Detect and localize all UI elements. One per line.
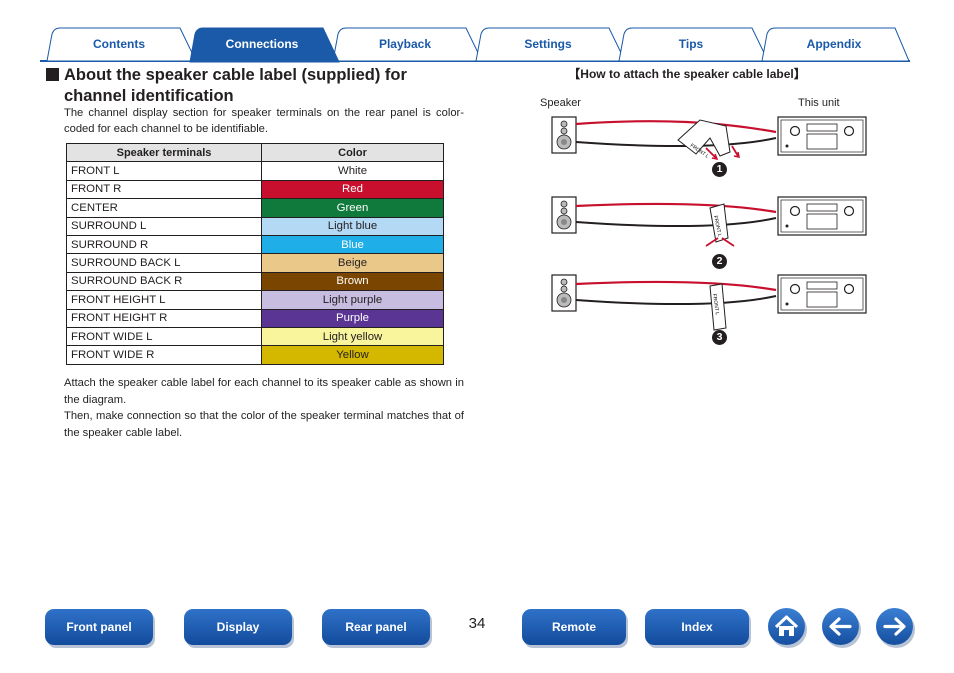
diagram-step-3: FRONT L (551, 274, 867, 331)
color-cell: Light yellow (261, 326, 444, 347)
speaker-icon (551, 274, 577, 312)
receiver-icon (777, 116, 867, 156)
tab-contents[interactable]: Contents (93, 37, 145, 51)
instruction-attach: Attach the speaker cable label for each … (64, 377, 464, 406)
color-cell: Purple (261, 308, 444, 328)
terminal-cell: SURROUND L (66, 216, 262, 236)
color-cell: Blue (261, 234, 444, 255)
terminal-cell: SURROUND BACK R (66, 271, 262, 292)
heading-line-2: channel identification (64, 87, 234, 105)
forward-arrow-icon (883, 617, 906, 636)
tab-tips[interactable]: Tips (678, 37, 704, 51)
home-icon (774, 615, 799, 636)
cable-label-diagram: FRONT L FRONT L FRONT L (551, 116, 867, 331)
speaker-icon (551, 196, 577, 234)
remote-button[interactable]: Remote (522, 609, 626, 645)
back-arrow-icon (829, 617, 852, 636)
terminal-cell: SURROUND BACK L (66, 253, 262, 273)
terminal-cell: FRONT HEIGHT R (66, 308, 262, 328)
terminal-cell: FRONT L (66, 161, 262, 181)
instructions: Attach the speaker cable label for each … (64, 375, 464, 441)
terminal-cell: FRONT R (66, 179, 262, 200)
tab-playback[interactable]: Playback (378, 37, 432, 51)
receiver-icon (777, 274, 867, 314)
tab-shape-tips (618, 27, 769, 62)
header-color: Color (261, 142, 444, 163)
page-number: 34 (468, 615, 486, 632)
receiver-icon (777, 196, 867, 236)
index-button[interactable]: Index (645, 609, 749, 645)
color-cell: Red (261, 179, 444, 200)
color-cell: Green (261, 198, 444, 218)
tab-shape-playback (332, 27, 483, 62)
terminal-cell: SURROUND R (66, 234, 262, 255)
instruction-connect: Then, make connection so that the color … (64, 410, 464, 439)
tab-shapes (40, 27, 910, 63)
step-number-1: 1 (712, 162, 727, 177)
diagram-step-2: FRONT L (551, 196, 867, 247)
step-number-3: 3 (712, 330, 727, 345)
diagram-step-1: FRONT L (551, 116, 867, 161)
color-cell: Light purple (261, 290, 444, 310)
display-button[interactable]: Display (184, 609, 292, 645)
terminal-cell: FRONT WIDE L (66, 326, 262, 347)
back-button[interactable] (822, 608, 859, 645)
forward-button[interactable] (876, 608, 913, 645)
diagram-title: 【How to attach the speaker cable label】 (568, 67, 806, 81)
color-cell: Yellow (261, 345, 444, 365)
tab-shape-connections (189, 27, 340, 63)
header-speaker-terminals: Speaker terminals (66, 142, 262, 163)
color-cell: Light blue (261, 216, 444, 236)
color-cell: Brown (261, 271, 444, 292)
section-heading: About the speaker cable label (supplied)… (46, 65, 466, 107)
tab-shape-settings (475, 27, 626, 62)
heading-line-1: About the speaker cable label (supplied)… (64, 66, 407, 84)
terminal-cell: CENTER (66, 198, 262, 218)
color-cell: Beige (261, 253, 444, 273)
speaker-icon (551, 116, 577, 154)
home-button[interactable] (768, 608, 805, 645)
tab-settings[interactable]: Settings (524, 37, 572, 51)
heading-square-icon (46, 68, 59, 81)
tab-shape-appendix (761, 27, 910, 62)
tab-connections[interactable]: Connections (225, 37, 299, 51)
terminal-cell: FRONT WIDE R (66, 345, 262, 365)
rear-panel-button[interactable]: Rear panel (322, 609, 430, 645)
diagram-speaker-label: Speaker (540, 97, 581, 109)
color-cell: White (261, 161, 444, 181)
diagram-unit-label: This unit (798, 97, 840, 109)
intro-text: The channel display section for speaker … (64, 107, 464, 135)
terminal-cell: FRONT HEIGHT L (66, 290, 262, 310)
label-tag-text-3: FRONT L (711, 293, 720, 315)
label-tag-text-2: FRONT L (712, 215, 722, 237)
front-panel-button[interactable]: Front panel (45, 609, 153, 645)
tab-bar: Contents Connections Playback Settings T… (0, 0, 954, 64)
step-number-2: 2 (712, 254, 727, 269)
tab-shape-contents (46, 27, 197, 62)
tab-appendix[interactable]: Appendix (806, 37, 862, 51)
table-header-row: Speaker terminals Color (66, 142, 444, 163)
